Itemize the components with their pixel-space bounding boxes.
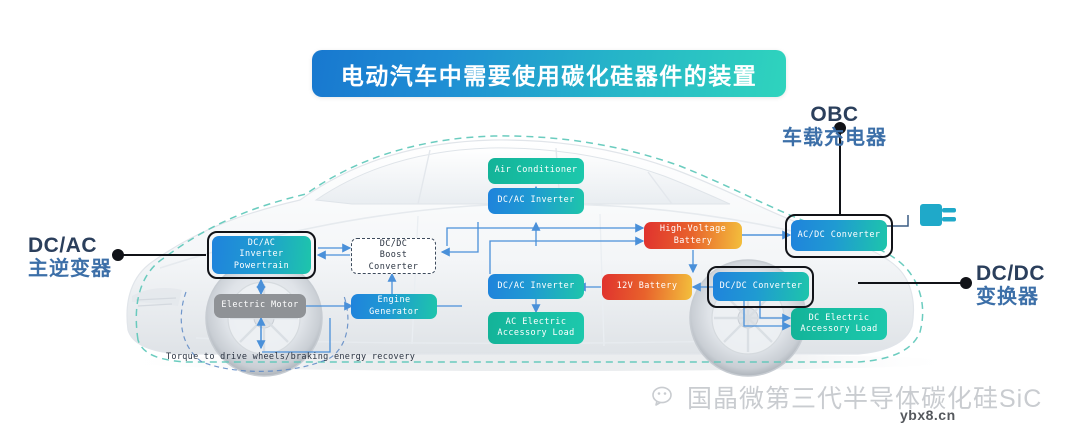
- page-title: 电动汽车中需要使用碳化硅器件的装置: [340, 62, 758, 89]
- block-acdc-converter[interactable]: AC/DC Converter: [791, 220, 887, 251]
- block-ac-load-line2: Accessory Load: [497, 328, 575, 338]
- callout-dcdc: DC/DC 变换器: [976, 262, 1045, 308]
- highlight-frame-powertrain: [207, 231, 316, 279]
- callout-obc: OBC 车载充电器: [782, 103, 887, 149]
- callout-obc-line2: 车载充电器: [782, 126, 887, 149]
- block-dcac-inverter-mid[interactable]: DC/AC Inverter: [488, 274, 584, 299]
- block-electric-motor[interactable]: Electric Motor: [214, 294, 306, 318]
- watermark-text: 国晶微第三代半导体碳化硅SiC: [687, 385, 1043, 413]
- callout-dcac-line1: DC/AC: [28, 234, 97, 257]
- wechat-icon: [652, 386, 672, 406]
- block-air-conditioner[interactable]: Air Conditioner: [488, 158, 584, 184]
- block-powertrain-line2: Inverter Powertrain: [233, 249, 290, 271]
- block-boost-line2: Boost Converter: [368, 250, 419, 272]
- block-dc-load-line1: DC Electric: [808, 312, 870, 323]
- block-electric-motor-label: Electric Motor: [221, 300, 299, 311]
- block-dcdc-converter-label: DC/DC Converter: [719, 280, 803, 291]
- block-dcac-inverter-mid-label: DC/AC Inverter: [497, 280, 575, 291]
- block-dcdc-boost-converter[interactable]: DC/DC Boost Converter: [351, 238, 436, 274]
- block-dcac-inverter-powertrain[interactable]: DC/AC Inverter Powertrain: [212, 236, 311, 274]
- block-air-conditioner-label: Air Conditioner: [494, 165, 578, 176]
- page-title-banner: 电动汽车中需要使用碳化硅器件的装置: [312, 50, 786, 97]
- block-powertrain-line1: DC/AC: [247, 237, 276, 248]
- block-dcdc-converter[interactable]: DC/DC Converter: [713, 272, 809, 301]
- block-hv-battery-label: High-Voltage Battery: [659, 224, 727, 246]
- block-dcac-inverter-top-label: DC/AC Inverter: [497, 195, 575, 206]
- callout-dcdc-line2: 变换器: [976, 285, 1039, 308]
- highlight-frame-acdc: [785, 214, 893, 258]
- block-ac-load-line1: AC Electric: [505, 316, 567, 327]
- callout-obc-line1: OBC: [810, 103, 859, 126]
- block-dc-load-line2: Accessory Load: [800, 324, 878, 334]
- charging-plug-icon[interactable]: [918, 198, 960, 232]
- watermark: 国晶微第三代半导体碳化硅SiC: [652, 379, 1042, 415]
- block-dc-accessory-load[interactable]: DC Electric Accessory Load: [791, 308, 887, 340]
- block-dcac-inverter-top[interactable]: DC/AC Inverter: [488, 188, 584, 214]
- callout-dcdc-line1: DC/DC: [976, 262, 1045, 285]
- highlight-frame-dcdc: [707, 266, 814, 308]
- block-boost-line1: DC/DC: [379, 238, 408, 249]
- block-12v-battery-label: 12V Battery: [616, 281, 678, 292]
- block-12v-battery[interactable]: 12V Battery: [602, 274, 692, 300]
- block-engine-generator-label: Engine Generator: [369, 295, 419, 317]
- block-engine-generator[interactable]: Engine Generator: [351, 294, 437, 319]
- callout-dcac: DC/AC 主逆变器: [28, 234, 112, 280]
- block-high-voltage-battery[interactable]: High-Voltage Battery: [644, 222, 742, 249]
- watermark-subtext: ybx8.cn: [900, 407, 956, 423]
- block-acdc-converter-label: AC/DC Converter: [797, 229, 881, 240]
- callout-dcac-line2: 主逆变器: [28, 257, 112, 280]
- torque-caption: Torque to drive wheels/braking energy re…: [166, 352, 416, 362]
- block-ac-accessory-load[interactable]: AC Electric Accessory Load: [488, 312, 584, 344]
